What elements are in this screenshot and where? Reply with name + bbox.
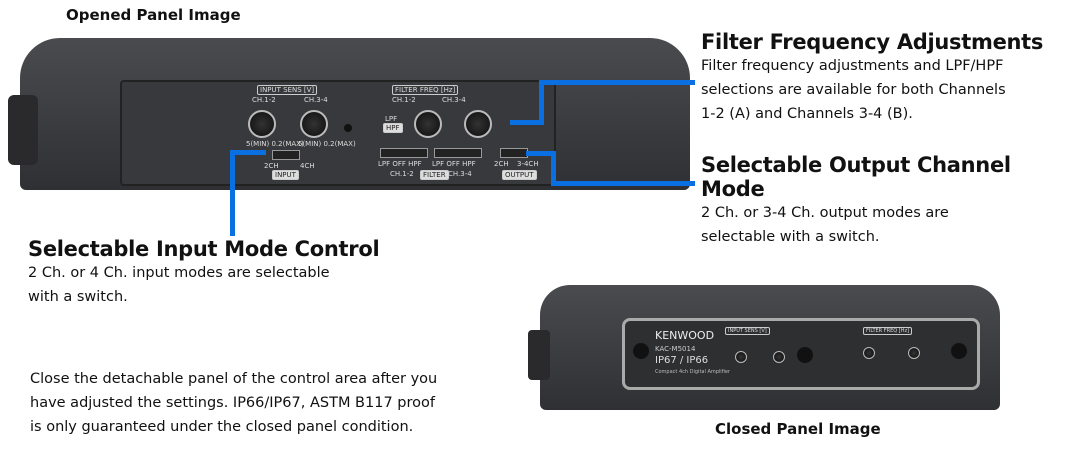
ch34-label: CH.3-4 [304,96,328,104]
ch12-label: CH.1-2 [252,96,276,104]
input-sens-ch12-knob[interactable] [248,110,276,138]
callout-title: Selectable Output Channel Mode [701,153,1011,201]
3-4ch-label: 3-4CH [517,160,539,168]
input-label: INPUT [272,170,299,180]
brand-logo: KENWOOD [655,329,715,342]
note-line: Close the detachable panel of the contro… [30,371,438,387]
closed-panel-note: Close the detachable panel of the contro… [30,367,437,439]
opened-panel-caption: Opened Panel Image [66,6,241,24]
input-mode-switch[interactable] [272,150,300,160]
filter-ch34-switch[interactable] [434,148,482,158]
note-line: is only guaranteed under the closed pane… [30,419,414,435]
filter-modes-label: LPF OFF HPF [378,160,422,168]
callout-text: 2 Ch. or 3-4 Ch. output modes are [701,205,949,221]
filter-ch12-label: CH.1-2 [392,96,416,104]
output-mode-switch[interactable] [500,148,528,158]
filter-freq-label: FILTER FREQ [Hz] [392,85,459,95]
filter-ch34-knob[interactable] [464,110,492,138]
ch12-label: CH.1-2 [390,170,414,178]
subtitle-label: Compact 4ch Digital Amplifier [655,369,730,375]
input-sens-label: INPUT SENS [V] [257,85,318,95]
filter-freq-label: FILTER FREQ [Hz] [863,327,913,335]
ch34-label: CH.3-4 [448,170,472,178]
filter-modes-label: LPF OFF HPF [432,160,476,168]
lpf-label: LPF [385,115,398,123]
callout-text: with a switch. [28,289,128,305]
callout-title: Filter Frequency Adjustments [701,30,1044,54]
filter-ch12-knob[interactable] [414,110,442,138]
output-label: OUTPUT [502,170,537,180]
sens-range-label: 5(MIN) 0.2(MAX) [298,140,356,148]
input-sens-label: INPUT SENS [V] [725,327,770,335]
callout-output-mode: Selectable Output Channel Mode 2 Ch. or … [701,153,1068,249]
callout-text: 2 Ch. or 4 Ch. input modes are selectabl… [28,265,330,281]
filter-label: FILTER [420,170,449,180]
filter-ch34-label: CH.3-4 [442,96,466,104]
callout-filter-frequency: Filter Frequency Adjustments Filter freq… [701,30,1043,126]
4ch-label: 4CH [300,162,315,170]
input-sens-ch34-knob[interactable] [300,110,328,138]
closed-panel-caption: Closed Panel Image [715,420,881,438]
2ch-label: 2CH [264,162,279,170]
2ch-label: 2CH [494,160,509,168]
callout-text: Filter frequency adjustments and LPF/HPF [701,58,1004,74]
callout-text: selectable with a switch. [701,229,880,245]
sens-range-label: 5(MIN) 0.2(MAX) [246,140,304,148]
callout-text: 1-2 (A) and Channels 3-4 (B). [701,106,913,122]
callout-title: Selectable Input Mode Control [28,237,380,261]
hpf-label: HPF [383,123,403,133]
callout-text: selections are available for both Channe… [701,82,1006,98]
model-label: KAC-M5014 [655,345,696,353]
callout-input-mode: Selectable Input Mode Control 2 Ch. or 4… [28,237,380,309]
rating-label: IP67 / IP66 [655,355,709,366]
note-line: have adjusted the settings. IP66/IP67, A… [30,395,435,411]
filter-ch12-switch[interactable] [380,148,428,158]
